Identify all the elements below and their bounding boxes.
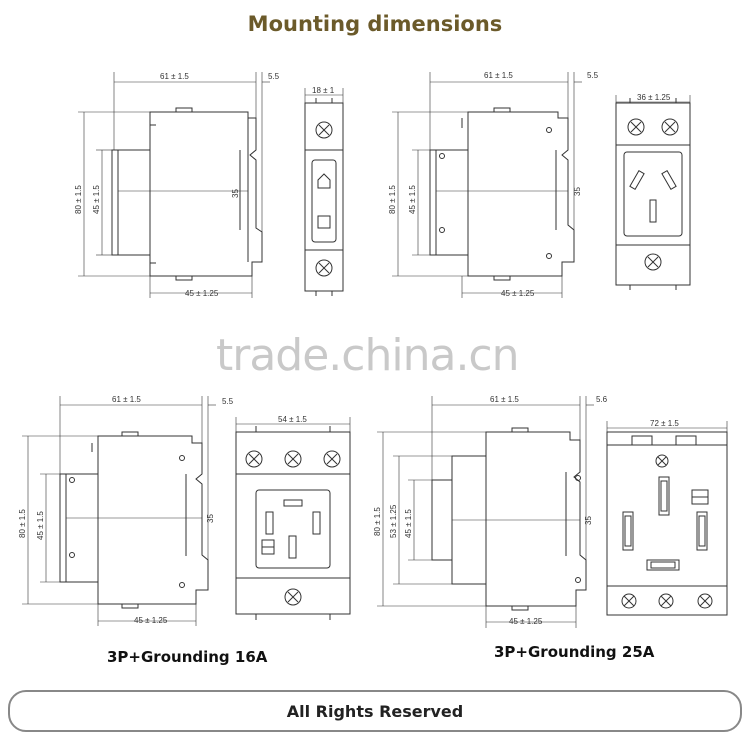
dim-3-width: 61 ± 1.5 <box>112 395 141 404</box>
side-view-4 <box>431 427 587 611</box>
footer-bar <box>8 690 742 732</box>
dim-3-inner: 45 ± 1.5 <box>36 511 45 540</box>
dim-2-front-width: 36 ± 1.25 <box>637 93 671 102</box>
dimension-lines-2 <box>392 72 582 298</box>
dim-1-width: 61 ± 1.5 <box>160 72 189 81</box>
front-view-4 <box>606 431 728 616</box>
dim-4-inner: 45 ± 1.5 <box>404 509 413 538</box>
watermark: trade.china.cn <box>216 330 520 381</box>
side-view-2 <box>429 107 575 281</box>
dimension-lines-3 <box>22 396 216 626</box>
front-view-2 <box>615 98 691 290</box>
dim-4-front-width: 72 ± 1.5 <box>650 419 679 428</box>
dim-2-rail: 35 <box>573 187 582 196</box>
dim-4-gap: 5.6 <box>596 395 608 404</box>
dim-4-mid: 53 ± 1.25 <box>389 504 398 538</box>
dim-4-width: 61 ± 1.5 <box>490 395 519 404</box>
caption-25a: 3P+Grounding 25A <box>494 643 655 661</box>
front-view-3 <box>235 426 351 620</box>
dim-1-front-width: 18 ± 1 <box>312 86 335 95</box>
dim-1-gap: 5.5 <box>268 72 280 81</box>
footer-text: All Rights Reserved <box>286 702 464 721</box>
dim-3-rail: 35 <box>206 514 215 523</box>
dim-4-height: 80 ± 1.5 <box>373 507 382 536</box>
dim-2-width: 61 ± 1.5 <box>484 71 513 80</box>
page-title: Mounting dimensions <box>247 12 503 36</box>
dim-4-base: 45 ± 1.25 <box>509 617 543 626</box>
dimension-lines-4 <box>377 396 594 628</box>
dim-3-height: 80 ± 1.5 <box>18 509 27 538</box>
dim-2-height: 80 ± 1.5 <box>388 185 397 214</box>
dim-1-base: 45 ± 1.25 <box>185 289 219 298</box>
side-view-1 <box>111 107 263 281</box>
dim-3-gap: 5.5 <box>222 397 234 406</box>
dim-4-rail: 35 <box>584 516 593 525</box>
dim-3-base: 45 ± 1.25 <box>134 616 168 625</box>
front-view-1 <box>304 98 344 296</box>
dim-1-inner: 45 ± 1.5 <box>92 185 101 214</box>
dimension-lines-1 <box>78 72 270 298</box>
dim-1-height: 80 ± 1.5 <box>74 185 83 214</box>
caption-16a: 3P+Grounding 16A <box>107 648 268 666</box>
dim-2-base: 45 ± 1.25 <box>501 289 535 298</box>
dim-2-gap: 5.5 <box>587 71 599 80</box>
dim-1-rail: 35 <box>231 189 240 198</box>
dim-2-inner: 45 ± 1.5 <box>408 185 417 214</box>
dim-3-front-width: 54 ± 1.5 <box>278 415 307 424</box>
